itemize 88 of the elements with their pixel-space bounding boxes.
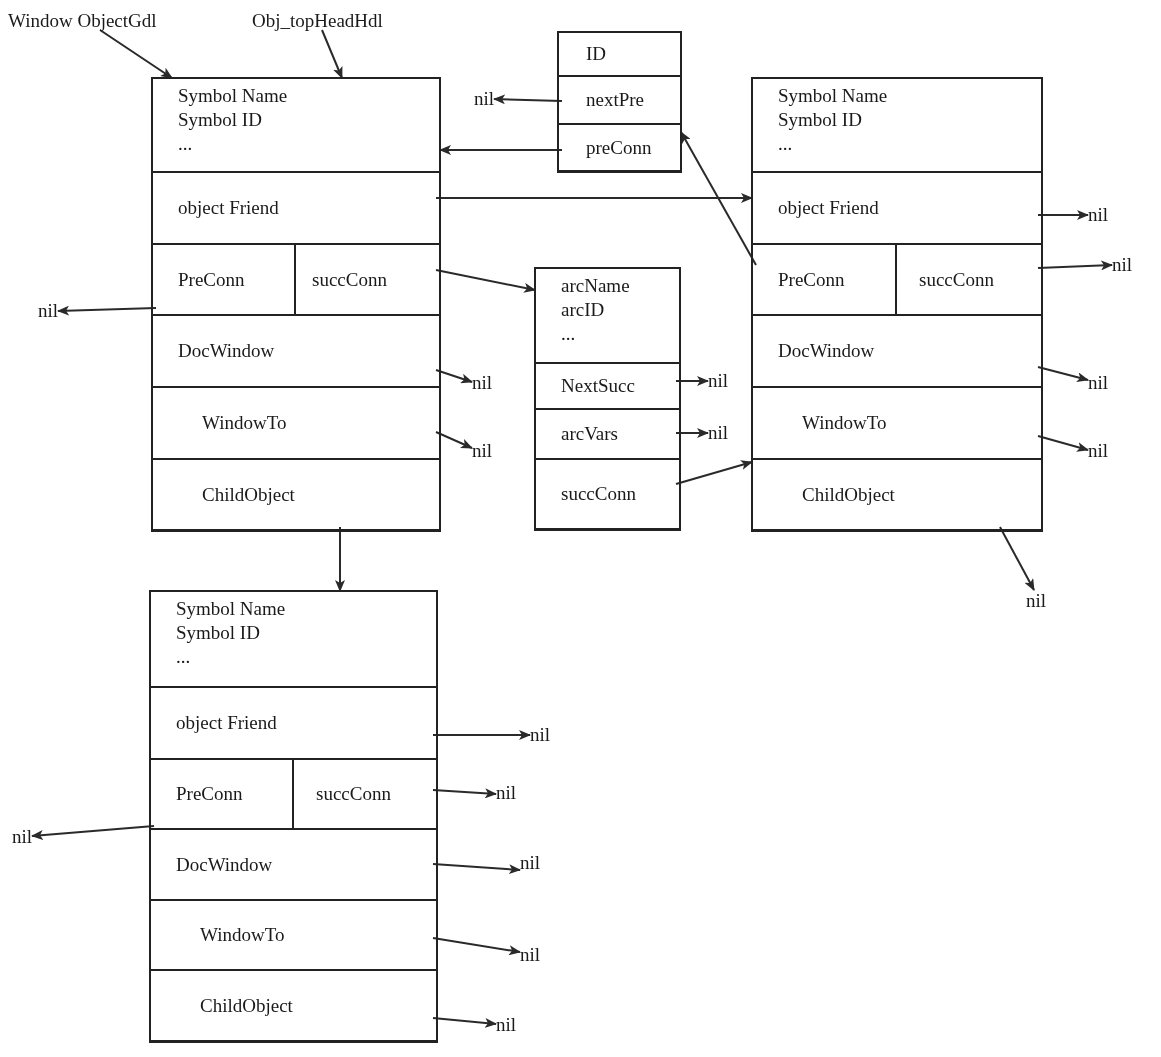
arrow — [493, 94, 563, 105]
arrow — [675, 460, 753, 485]
null-label: nil — [708, 370, 729, 392]
field-label: arcVars — [561, 422, 619, 446]
arrow — [321, 29, 343, 79]
pointer-label: Window ObjectGdl — [8, 10, 157, 34]
field-label: nextPre — [586, 88, 646, 112]
field-label: Symbol Name — [778, 84, 889, 108]
null-label: nil — [530, 724, 551, 746]
field-label: Symbol Name — [176, 597, 287, 621]
arrow — [57, 305, 157, 316]
null-label: nil — [496, 1014, 517, 1036]
arrow — [335, 526, 345, 592]
field-label: Symbol ID — [778, 108, 863, 132]
arrow — [432, 1017, 497, 1028]
field-label: ... — [561, 322, 577, 346]
null-label: nil — [1112, 254, 1133, 276]
arrow — [1037, 435, 1089, 452]
null-label: nil — [474, 88, 495, 110]
arrow — [99, 29, 173, 79]
field-label: Symbol Name — [178, 84, 289, 108]
null-label: nil — [520, 852, 541, 874]
field-label: WindowTo — [202, 411, 288, 435]
null-label: nil — [1088, 204, 1109, 226]
arrow — [439, 145, 563, 155]
arrow — [675, 428, 709, 438]
null-label: nil — [472, 372, 493, 394]
field-label: ... — [778, 132, 794, 156]
field-label: object Friend — [176, 711, 278, 735]
field-label: ChildObject — [200, 993, 294, 1018]
null-label: nil — [12, 826, 33, 848]
field-label: Symbol ID — [176, 621, 261, 645]
arrow — [1037, 366, 1089, 383]
field-label: ID — [586, 41, 608, 66]
field-label: DocWindow — [176, 852, 274, 877]
arrow — [31, 825, 155, 841]
field-label: ChildObject — [202, 482, 296, 507]
record-field — [150, 760, 294, 830]
null-label: nil — [38, 300, 59, 322]
field-label: arcName — [561, 274, 631, 298]
field-label: WindowTo — [802, 411, 888, 435]
arrow — [432, 788, 497, 799]
record-box — [152, 78, 440, 531]
arrow — [432, 863, 521, 875]
arrow — [1037, 260, 1113, 271]
field-label: DocWindow — [778, 339, 876, 363]
field-label: PreConn — [778, 267, 846, 292]
field-label: ChildObject — [802, 482, 896, 507]
record-box — [150, 591, 437, 1042]
arrow — [680, 131, 757, 266]
arrow — [1037, 210, 1089, 220]
field-label: succConn — [316, 782, 392, 806]
arrow — [432, 730, 531, 740]
field-label: arcID — [561, 298, 606, 322]
arrow — [435, 369, 473, 384]
record-box — [752, 78, 1042, 531]
field-label: DocWindow — [178, 339, 276, 363]
pointer-label: Obj_topHeadHdl — [252, 10, 383, 34]
record-box — [535, 268, 680, 530]
record-field — [152, 245, 296, 316]
record-box — [558, 32, 681, 172]
field-label: Symbol ID — [178, 108, 263, 132]
field-label: PreConn — [178, 267, 246, 292]
record-field — [752, 245, 897, 316]
arrow — [432, 937, 521, 956]
null-label: nil — [1026, 590, 1047, 612]
null-label: nil — [472, 440, 493, 462]
null-label: nil — [708, 422, 729, 444]
null-label: nil — [520, 944, 541, 966]
null-label: nil — [1088, 372, 1109, 394]
field-label: ... — [176, 645, 192, 669]
field-label: NextSucc — [561, 374, 636, 398]
field-label: WindowTo — [200, 923, 286, 947]
arrow — [435, 431, 473, 449]
field-label: succConn — [312, 267, 388, 292]
field-label: preConn — [586, 135, 653, 160]
field-label: succConn — [561, 482, 637, 506]
field-label: object Friend — [178, 196, 280, 220]
field-label: ... — [178, 132, 194, 156]
arrow — [435, 269, 536, 293]
field-label: succConn — [919, 267, 995, 292]
field-label: PreConn — [176, 782, 244, 806]
arrow — [999, 526, 1035, 591]
null-label: nil — [1088, 440, 1109, 462]
arrow — [435, 193, 753, 203]
null-label: nil — [496, 782, 517, 804]
field-label: object Friend — [778, 196, 880, 220]
arrow — [675, 376, 709, 386]
